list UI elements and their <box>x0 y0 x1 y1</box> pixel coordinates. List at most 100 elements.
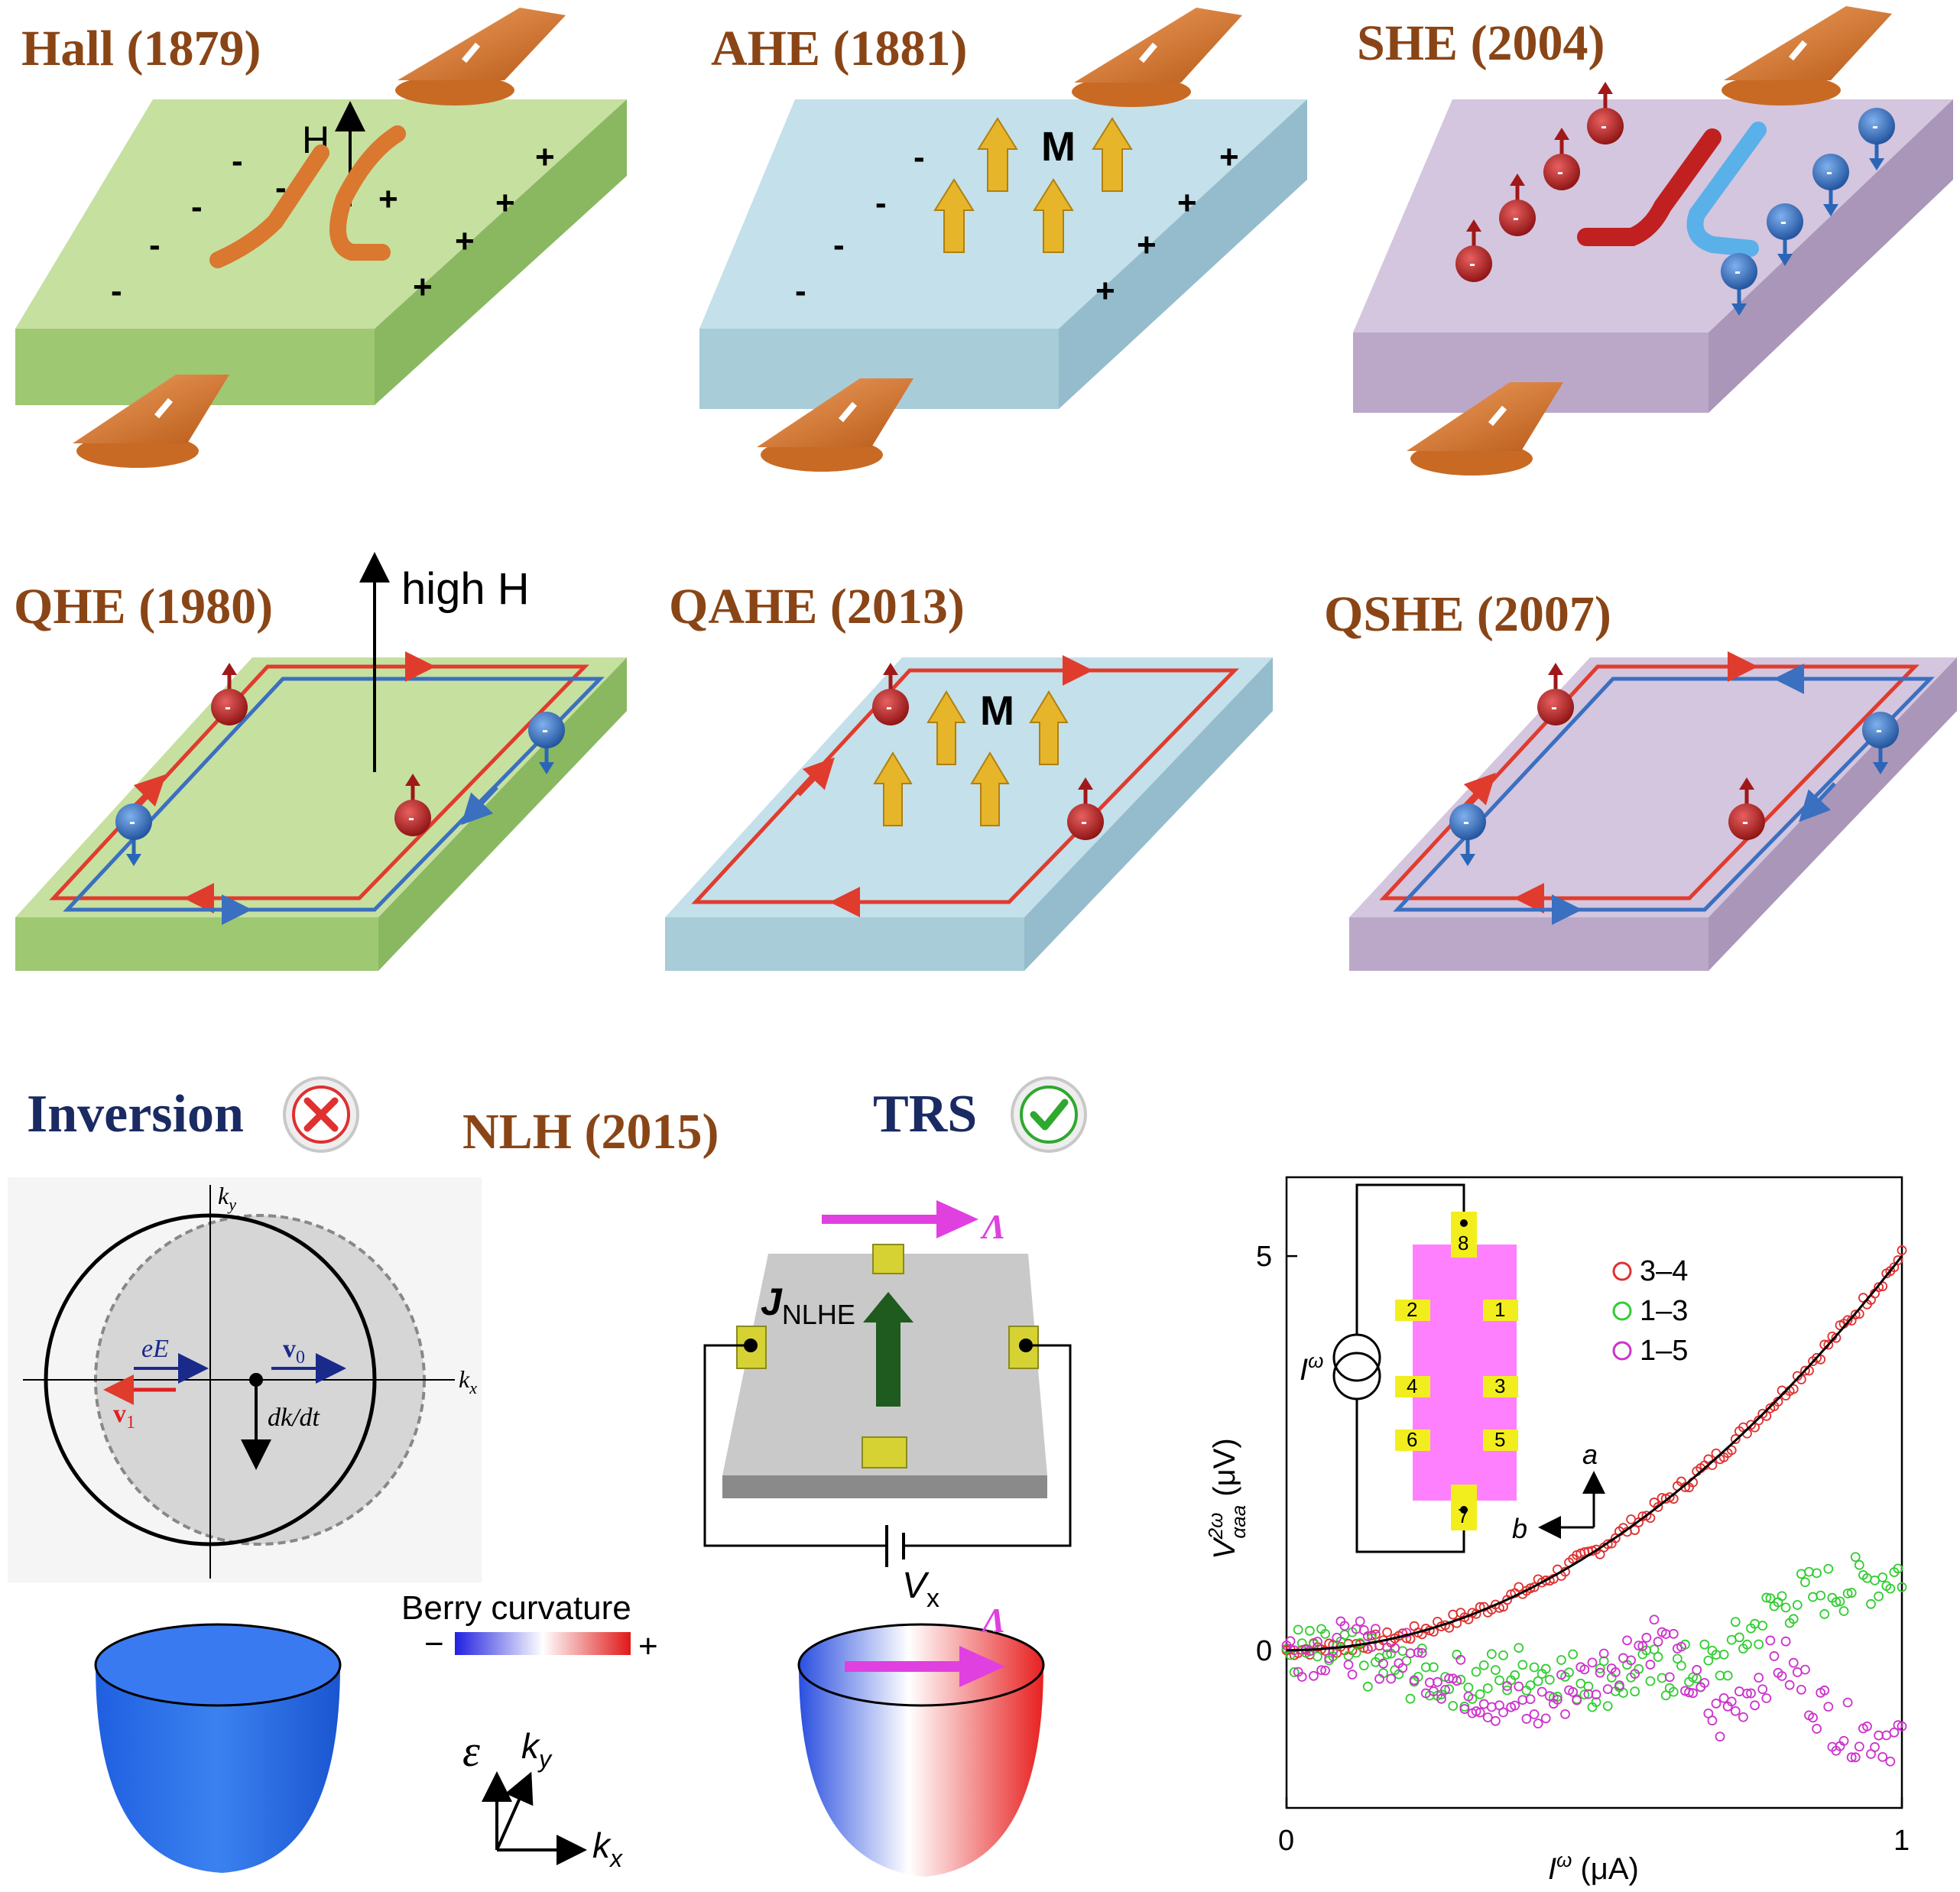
vx-label: Vx <box>902 1566 939 1613</box>
data-point <box>1742 1639 1752 1650</box>
data-point <box>1718 1692 1729 1703</box>
data-point <box>1529 1662 1540 1673</box>
inset-pad-label: 8 <box>1458 1232 1468 1254</box>
she-spin-down-path <box>1686 122 1767 257</box>
spin-charge-label: - <box>1826 162 1832 183</box>
she-slab-front <box>1353 333 1709 413</box>
lambda-label-top: Λ <box>980 1207 1006 1246</box>
data-point <box>1746 1688 1756 1699</box>
data-point <box>1540 1713 1551 1724</box>
data-point <box>1754 1639 1764 1650</box>
data-point <box>1362 1631 1373 1641</box>
spin-down-electron: - <box>1862 712 1899 774</box>
hall-electron-path <box>209 144 329 268</box>
data-point <box>1641 1632 1652 1643</box>
qhe-slab-side <box>378 657 627 971</box>
berry-curvature-title: Berry curvature <box>401 1589 631 1627</box>
data-point <box>1730 1705 1741 1716</box>
data-point <box>1788 1384 1799 1394</box>
data-point <box>1358 1625 1369 1635</box>
title-she: SHE (2004) <box>1357 15 1605 71</box>
hall-plus-3: + <box>455 222 475 260</box>
data-point <box>1448 1609 1459 1620</box>
data-point <box>1587 1657 1598 1668</box>
qahe-magnetization-label: M <box>980 688 1014 734</box>
energy-momentum-axes: ε ky kx <box>462 1726 623 1872</box>
spin-charge-label: - <box>1513 208 1519 229</box>
data-point <box>1362 1681 1373 1692</box>
data-point <box>1831 1597 1842 1608</box>
data-point <box>1897 1582 1907 1592</box>
title-qshe: QSHE (2007) <box>1324 586 1611 642</box>
data-point <box>1823 1339 1834 1350</box>
spin-charge-label: - <box>1081 812 1087 832</box>
data-point <box>1486 1649 1497 1660</box>
lambda-arrowhead-bowl <box>959 1646 1005 1687</box>
data-point <box>1754 1673 1764 1683</box>
data-point <box>1626 1655 1636 1666</box>
data-point <box>1598 1648 1609 1659</box>
spin-charge-label: - <box>408 808 414 829</box>
data-point <box>1463 1691 1474 1702</box>
data-point <box>1780 1602 1791 1613</box>
data-point <box>1478 1660 1489 1670</box>
data-point <box>1877 1751 1888 1762</box>
device-front <box>722 1475 1047 1498</box>
lambda-label-bowl: Λ <box>980 1601 1006 1640</box>
data-point <box>1653 1502 1663 1512</box>
data-point <box>1777 1591 1787 1602</box>
ahe-top-electrode <box>1072 8 1242 107</box>
spin-down-electron: - <box>115 803 152 866</box>
qshe-edge-arrow-6 <box>1799 782 1836 823</box>
data-point <box>1475 1707 1485 1718</box>
data-point <box>1401 1628 1412 1638</box>
data-point <box>1328 1646 1339 1657</box>
data-point <box>1490 1665 1501 1676</box>
data-point <box>1544 1691 1555 1702</box>
inset-pad-label: 6 <box>1407 1428 1417 1451</box>
data-point <box>1502 1681 1512 1691</box>
data-point <box>1525 1583 1536 1594</box>
voltage-circuit-right <box>904 1344 1072 1547</box>
data-point <box>1371 1624 1381 1634</box>
ahe-slab-front <box>699 329 1059 409</box>
data-point <box>1320 1628 1331 1639</box>
data-point <box>1540 1663 1551 1674</box>
data-point <box>1684 1687 1694 1698</box>
data-point <box>1378 1658 1388 1669</box>
data-point <box>1649 1615 1660 1625</box>
qhe-spins: ---- <box>115 663 565 866</box>
data-point <box>1579 1689 1590 1700</box>
data-point <box>1382 1649 1393 1660</box>
data-point <box>1347 1670 1358 1679</box>
qshe-slab-front <box>1349 917 1709 971</box>
qhe-edge-arrow-4 <box>461 786 498 826</box>
data-point <box>1676 1641 1686 1652</box>
data-point <box>1595 1667 1605 1678</box>
inset-pad-label: 2 <box>1407 1298 1417 1321</box>
data-point <box>1471 1666 1481 1677</box>
she-spin-up-path <box>1577 128 1721 246</box>
spin-charge-label: - <box>1742 812 1748 832</box>
data-point <box>1769 1651 1780 1661</box>
berry-plus: + <box>638 1628 658 1665</box>
inset-pad <box>1395 1300 1430 1321</box>
data-point <box>1602 1701 1613 1712</box>
data-point <box>1889 1727 1900 1738</box>
spin-charge-label: - <box>1876 720 1882 741</box>
ahe-plus-2: + <box>1177 184 1197 222</box>
data-point <box>1386 1673 1397 1684</box>
legend-marker <box>1612 1261 1632 1281</box>
data-point <box>1726 1445 1737 1456</box>
data-point <box>1757 1684 1768 1695</box>
data-point <box>1455 1654 1466 1665</box>
title-qhe: QHE (1980) <box>14 579 273 634</box>
data-point <box>1598 1656 1609 1666</box>
hall-minus-3: - <box>149 226 161 264</box>
hall-minus-1: - <box>232 142 243 180</box>
data-point <box>1572 1695 1582 1705</box>
ahe-slab-top <box>699 99 1307 329</box>
fit-curve <box>1286 1255 1903 1652</box>
data-point <box>1777 1671 1787 1681</box>
hall-slab-front <box>15 329 375 405</box>
